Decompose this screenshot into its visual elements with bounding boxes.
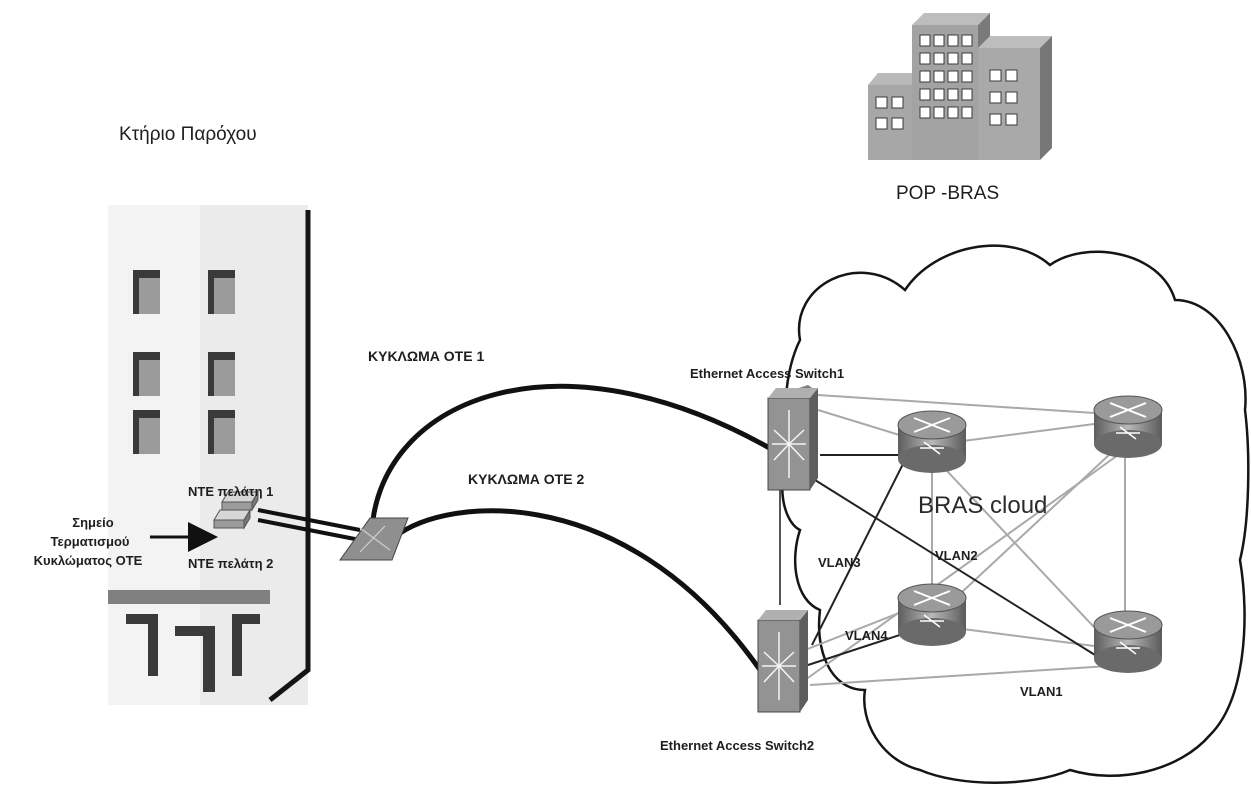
bras-links <box>804 394 1126 686</box>
provider-building <box>108 205 311 705</box>
circuit-1-cable <box>369 383 792 531</box>
switch-2-label: Ethernet Access Switch2 <box>660 738 815 753</box>
pop-bras-label: POP -BRAS <box>896 183 1000 204</box>
building-door <box>126 614 158 676</box>
office-building-icon <box>868 13 1052 160</box>
nte-device-2 <box>213 508 251 530</box>
bras-cloud <box>781 244 1250 784</box>
router-2 <box>1093 395 1163 458</box>
junction-device <box>339 517 409 561</box>
nte1-cable <box>257 508 361 532</box>
vlan2-label: VLAN2 <box>935 548 978 563</box>
building-window <box>208 410 235 454</box>
ethernet-switch-1 <box>767 385 818 491</box>
vlan3-label: VLAN3 <box>818 555 861 570</box>
building-window <box>133 352 160 396</box>
nte-device-1 <box>221 490 259 512</box>
building-window <box>133 410 160 454</box>
vlan1-label: VLAN1 <box>1020 684 1063 699</box>
router-1 <box>897 410 967 473</box>
building-window <box>208 270 235 314</box>
nte2-cable <box>257 518 361 542</box>
circuit-2-label: ΚΥΚΛΩΜΑ ΟΤΕ 2 <box>468 471 585 487</box>
building-window <box>208 352 235 396</box>
nte-2-label: NTE πελάτη 2 <box>188 556 274 571</box>
circuit-2-cable <box>390 508 763 672</box>
vlan4-label: VLAN4 <box>845 628 888 643</box>
building-door <box>175 626 215 692</box>
router-4 <box>1093 610 1163 673</box>
termination-label-line1: Σημείο <box>72 515 114 530</box>
building-door <box>232 614 260 676</box>
building-canopy <box>108 590 270 604</box>
ethernet-switch-2 <box>757 610 808 713</box>
switch-links <box>779 454 1096 666</box>
circuit-1-label: ΚΥΚΛΩΜΑ ΟΤΕ 1 <box>368 348 485 364</box>
switch-1-label: Ethernet Access Switch1 <box>690 366 845 381</box>
provider-building-label: Κτήριο Παρόχου <box>119 124 257 145</box>
termination-label-line2: Τερματισμού <box>50 534 130 549</box>
router-3 <box>897 583 967 646</box>
nte-1-label: NTE πελάτη 1 <box>188 484 274 499</box>
building-window <box>133 270 160 314</box>
bras-cloud-label: BRAS cloud <box>918 492 1048 519</box>
termination-label-line3: Κυκλώματος ΟΤΕ <box>33 553 143 568</box>
